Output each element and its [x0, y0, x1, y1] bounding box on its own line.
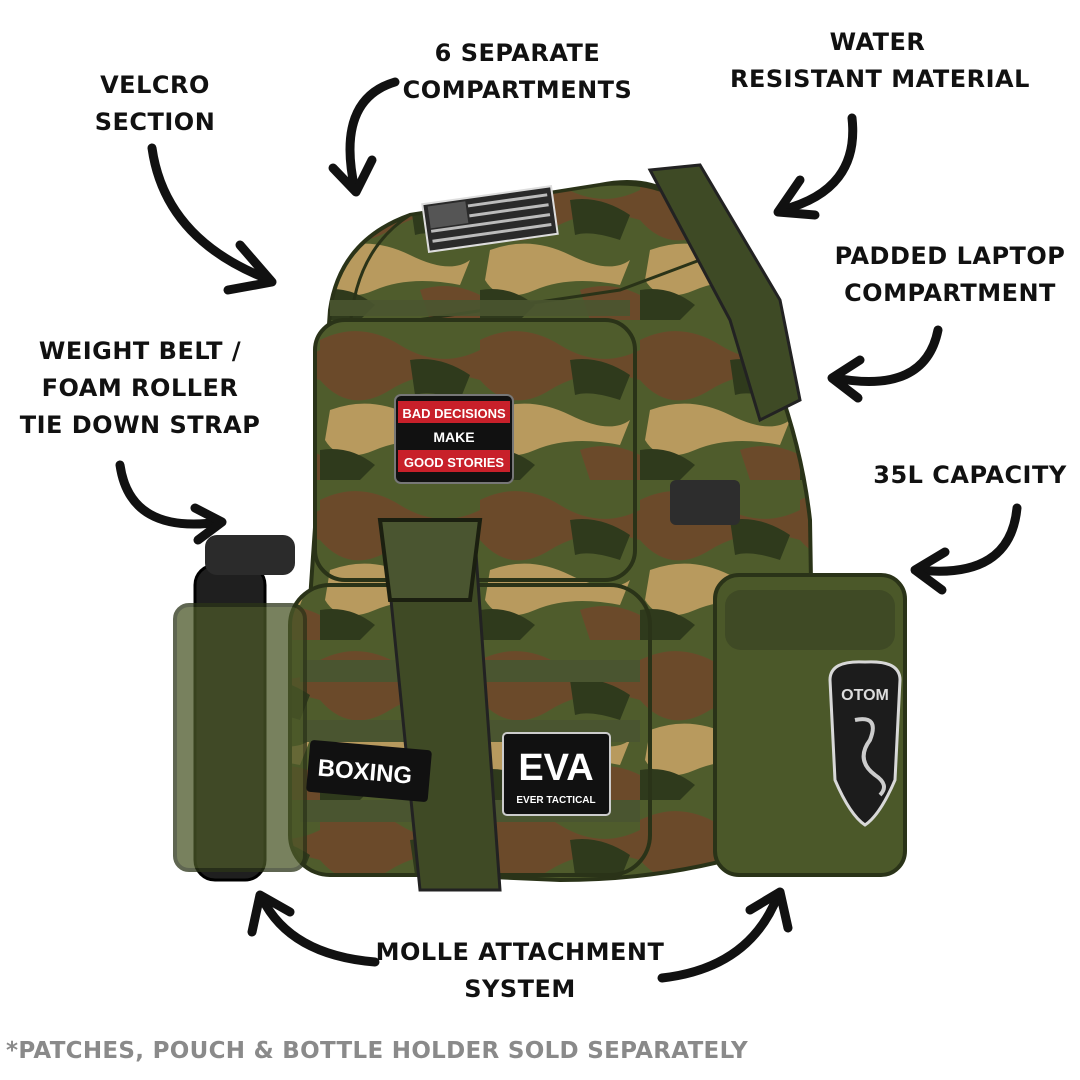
otom-patch-text: OTOM: [841, 687, 889, 704]
flag-patch: [421, 185, 559, 253]
callout-laptop-compartment: PADDED LAPTOP COMPARTMENT: [830, 238, 1070, 312]
buckle: [377, 518, 483, 602]
callout-molle-system: MOLLE ATTACHMENT SYSTEM: [370, 934, 670, 1008]
eva-brand-sub: EVER TACTICAL: [516, 795, 595, 806]
callout-line: TIE DOWN STRAP: [19, 411, 261, 439]
patch-line-1: BAD DECISIONS: [402, 406, 506, 421]
shoulder-strap: [647, 163, 802, 423]
side-pouch-flap: [725, 590, 895, 650]
callout-line: 6 SEPARATE: [434, 39, 601, 67]
bottle-holder: [173, 603, 307, 872]
callout-line: MOLLE ATTACHMENT: [375, 938, 665, 966]
callout-velcro-section: VELCRO SECTION: [70, 67, 240, 141]
arrow-water-head: [773, 175, 820, 220]
callout-line: PADDED LAPTOP: [834, 242, 1066, 270]
arrow-molle-right: [657, 890, 783, 983]
callout-line: COMPARTMENT: [844, 279, 1056, 307]
arrow-velcro: [147, 143, 275, 285]
otom-patch: OTOM: [828, 660, 902, 827]
arrow-capacity: [913, 503, 1022, 576]
arrow-molle-right-head: [745, 887, 793, 933]
water-bottle-cap: [205, 535, 295, 575]
eva-brand-text: EVA: [518, 747, 593, 789]
arrow-velcro-head: [223, 240, 277, 295]
arrow-compartments: [345, 77, 400, 195]
arrow-water: [777, 113, 858, 215]
snake-icon: [854, 717, 886, 797]
arrow-compartments-head: [328, 155, 377, 197]
callout-line: SYSTEM: [464, 975, 576, 1003]
patch-line-3: GOOD STORIES: [404, 455, 504, 470]
backpack: BAD DECISIONS MAKE GOOD STORIES BOXING E…: [173, 163, 907, 892]
molle-webbing-1: [330, 300, 630, 316]
patch-line-2: MAKE: [433, 429, 474, 445]
callout-water-resistant: WATER RESISTANT MATERIAL: [730, 24, 1030, 98]
eva-brand-patch: EVA EVER TACTICAL: [502, 732, 611, 816]
callout-line: SECTION: [94, 108, 216, 136]
arrow-laptop: [830, 325, 943, 386]
callout-tie-down-strap: WEIGHT BELT / FOAM ROLLER TIE DOWN STRAP: [15, 333, 265, 444]
callout-line: FOAM ROLLER: [41, 374, 239, 402]
footnote-disclaimer: *PATCHES, POUCH & BOTTLE HOLDER SOLD SEP…: [6, 1038, 748, 1064]
arrow-laptop-head: [827, 355, 865, 403]
callout-compartments: 6 SEPARATE COMPARTMENTS: [395, 35, 640, 109]
arrow-capacity-head: [910, 547, 950, 595]
arrow-molle-left-head: [247, 890, 295, 937]
callout-line: COMPARTMENTS: [402, 76, 633, 104]
bad-decisions-patch: BAD DECISIONS MAKE GOOD STORIES: [394, 394, 514, 484]
callout-arrows: [115, 77, 1022, 983]
arrow-belt-head: [190, 503, 227, 545]
callout-line: VELCRO: [100, 71, 210, 99]
arrow-belt: [115, 460, 225, 529]
callout-line: WEIGHT BELT /: [38, 337, 242, 365]
boxing-patch: BOXING: [306, 740, 432, 802]
callout-line: 35L CAPACITY: [873, 461, 1067, 489]
arrow-molle-left: [257, 893, 380, 967]
callout-capacity: 35L CAPACITY: [870, 457, 1070, 494]
side-buckle: [670, 480, 740, 525]
callout-line: RESISTANT MATERIAL: [730, 65, 1030, 93]
callout-line: WATER: [829, 28, 926, 56]
